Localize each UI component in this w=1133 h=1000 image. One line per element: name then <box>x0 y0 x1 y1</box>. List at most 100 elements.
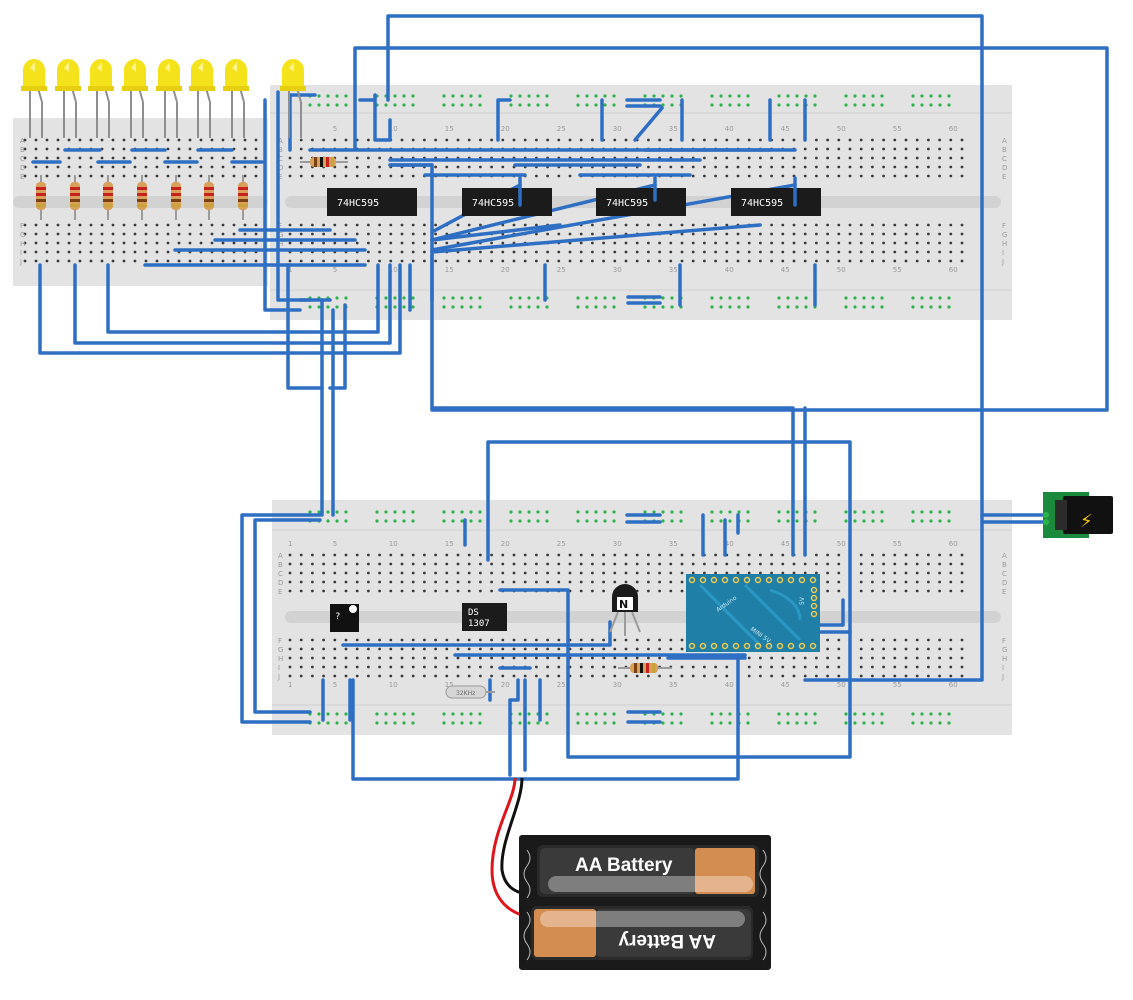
row-letter: F <box>278 222 282 230</box>
column-number: 45 <box>781 125 790 133</box>
row-letter: B <box>20 146 25 154</box>
row-letter: D <box>1002 579 1007 587</box>
led <box>223 59 249 138</box>
row-letter: E <box>1002 588 1006 596</box>
column-number: 55 <box>893 266 902 274</box>
column-number: 25 <box>557 125 566 133</box>
row-letter: A <box>278 552 283 560</box>
column-number: 5 <box>333 681 337 689</box>
column-number: 45 <box>781 266 790 274</box>
column-number: 40 <box>725 266 734 274</box>
resistor <box>238 175 248 220</box>
led <box>122 59 148 138</box>
resistor <box>204 175 214 220</box>
row-letter: F <box>20 222 24 230</box>
rtc-chip: DS 1307 <box>462 603 507 631</box>
column-number: 30 <box>613 125 622 133</box>
column-number: 50 <box>837 681 846 689</box>
row-letter: D <box>20 164 25 172</box>
row-letter: J <box>277 673 280 681</box>
led <box>280 59 306 138</box>
column-number: 35 <box>669 681 678 689</box>
battery-red-wire <box>490 777 536 920</box>
column-number: 5 <box>333 266 337 274</box>
column-number: 1 <box>288 540 292 548</box>
power-jack-icon: ⚡ <box>1080 511 1093 532</box>
led <box>21 59 47 138</box>
column-number: 60 <box>949 540 958 548</box>
row-letter: E <box>20 173 24 181</box>
transistor: N <box>609 584 641 636</box>
row-letter: F <box>278 637 282 645</box>
wires <box>31 14 1109 781</box>
row-letter: E <box>278 588 282 596</box>
column-number: 10 <box>389 540 398 548</box>
row-letter: D <box>1002 164 1007 172</box>
row-letter: G <box>278 646 283 654</box>
led <box>88 59 114 138</box>
column-number: 5 <box>333 540 337 548</box>
rtc-label-line1: DS <box>468 608 479 618</box>
column-number: 35 <box>669 125 678 133</box>
column-number: 15 <box>445 125 454 133</box>
row-letter: E <box>278 173 282 181</box>
column-number: 55 <box>893 125 902 133</box>
column-number: 1 <box>288 681 292 689</box>
column-number: 15 <box>445 681 454 689</box>
row-letter: B <box>1002 561 1007 569</box>
column-number: 45 <box>781 540 790 548</box>
row-letter: I <box>1002 664 1004 672</box>
row-letter: A <box>278 137 283 145</box>
row-letter: F <box>1002 222 1006 230</box>
shift-register-2: 74HC595 <box>462 188 552 216</box>
row-letter: B <box>1002 146 1007 154</box>
row-letter: J <box>1001 258 1004 266</box>
crystal-label: 32KHz <box>456 690 475 697</box>
column-number: 30 <box>613 681 622 689</box>
battery-holder: AA Battery AA Battery <box>519 835 771 970</box>
shift-register-1-label: 74HC595 <box>337 198 379 209</box>
shift-register-2-label: 74HC595 <box>472 198 514 209</box>
row-letter: F <box>1002 637 1006 645</box>
resistor-lower <box>618 663 672 673</box>
column-number: 25 <box>557 266 566 274</box>
shift-register-4-label: 74HC595 <box>741 198 783 209</box>
power-jack: ⚡ <box>1043 492 1113 538</box>
column-number: 50 <box>837 266 846 274</box>
row-letter: G <box>20 231 25 239</box>
row-letter: H <box>1002 240 1007 248</box>
column-number: 30 <box>613 540 622 548</box>
column-number: 5 <box>333 125 337 133</box>
resistor <box>137 175 147 220</box>
column-number: 10 <box>389 125 398 133</box>
row-letter: D <box>278 164 283 172</box>
row-letter: E <box>1002 173 1006 181</box>
column-number: 20 <box>501 540 510 548</box>
column-number: 30 <box>613 266 622 274</box>
column-number: 20 <box>501 125 510 133</box>
column-number: 10 <box>389 266 398 274</box>
row-letter: H <box>20 240 25 248</box>
column-number: 55 <box>893 540 902 548</box>
column-number: 20 <box>501 681 510 689</box>
column-number: 10 <box>389 681 398 689</box>
column-number: 25 <box>557 681 566 689</box>
resistor <box>103 175 113 220</box>
arduino-pro-mini: Arduino MINI 5V 5V <box>686 574 820 652</box>
column-number: 40 <box>725 125 734 133</box>
resistor <box>171 175 181 220</box>
row-letter: B <box>278 146 283 154</box>
row-letter: I <box>278 664 280 672</box>
rtc-label-line2: 1307 <box>468 619 490 629</box>
resistor <box>36 175 46 220</box>
row-letter: A <box>1002 552 1007 560</box>
row-letter: G <box>1002 646 1007 654</box>
row-letter: H <box>1002 655 1007 663</box>
shift-register-1: 74HC595 <box>327 188 417 216</box>
row-letter: C <box>278 155 283 163</box>
left-resistors <box>36 175 248 220</box>
column-number: 50 <box>837 540 846 548</box>
sensor-chip: ? <box>330 604 359 632</box>
